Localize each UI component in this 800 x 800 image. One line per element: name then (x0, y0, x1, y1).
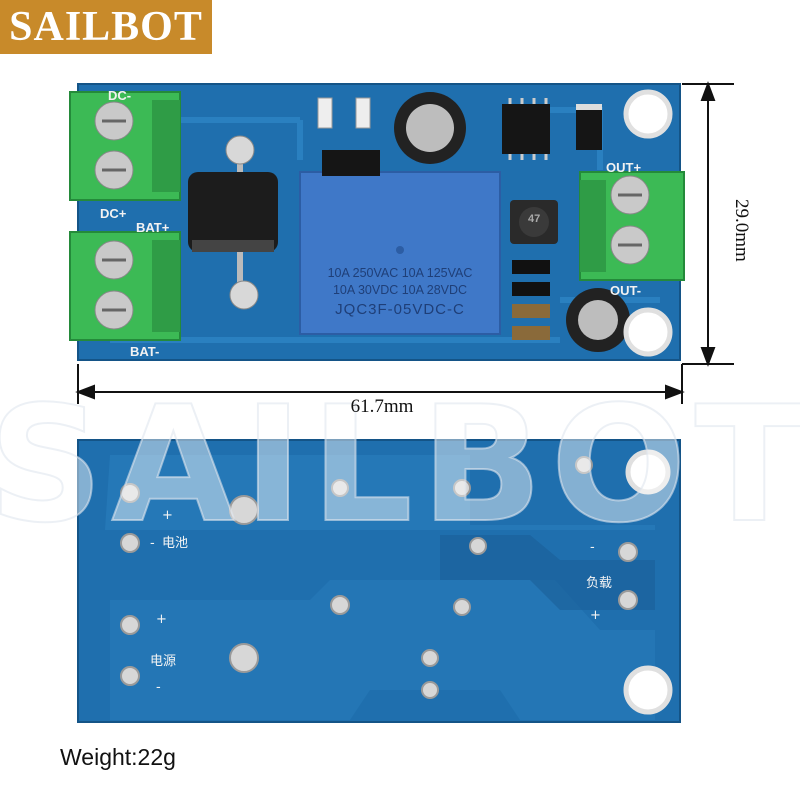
label-load-plus: + (590, 608, 601, 623)
label-battery: 电池 (162, 536, 189, 551)
inductor-label: 47 (528, 213, 541, 225)
label-dc-plus: DC+ (100, 206, 127, 221)
out-terminal-block (579, 171, 685, 281)
label-load-minus: - (590, 540, 595, 555)
label-bat-minus: BAT- (130, 344, 160, 359)
label-power: 电源 (150, 654, 177, 669)
label-power-plus: + (156, 612, 167, 627)
relay-rating-line2: 10A 30VDC 10A 28VDC (332, 283, 468, 297)
label-dc-top: DC- (108, 88, 132, 103)
relay-model: JQC3F-05VDC-C (335, 301, 465, 318)
label-out-minus: OUT- (610, 283, 642, 298)
label-load: 负载 (586, 576, 613, 591)
watermark-text: SAILBOT (0, 380, 800, 550)
smd-resistors (512, 260, 550, 340)
label-out-plus: OUT+ (606, 160, 642, 175)
dc-terminal-block (69, 91, 181, 201)
brand-logo: SAILBOT (0, 0, 212, 54)
smd-diode (576, 104, 602, 150)
sailbot-watermark: SAILBOT (0, 380, 800, 550)
diode (188, 135, 278, 310)
label-bat-plus: BAT+ (136, 220, 170, 235)
capacitor-bottom (566, 288, 630, 352)
ic-chip (502, 104, 550, 154)
label-power-minus: - (156, 680, 161, 695)
dimension-lines (75, 81, 734, 404)
width-dimension-label: 61.7mm (350, 396, 414, 417)
relay-rating-line1: 10A 250VAC 10A 125VAC (327, 266, 473, 280)
capacitor-top (394, 92, 466, 164)
label-battery-plus: + (162, 508, 173, 523)
height-dimension-label: 29.0mm (731, 198, 752, 262)
weight-caption: Weight:22g (60, 744, 176, 770)
label-battery-minus: - (150, 536, 155, 551)
bat-terminal-block (69, 231, 181, 341)
